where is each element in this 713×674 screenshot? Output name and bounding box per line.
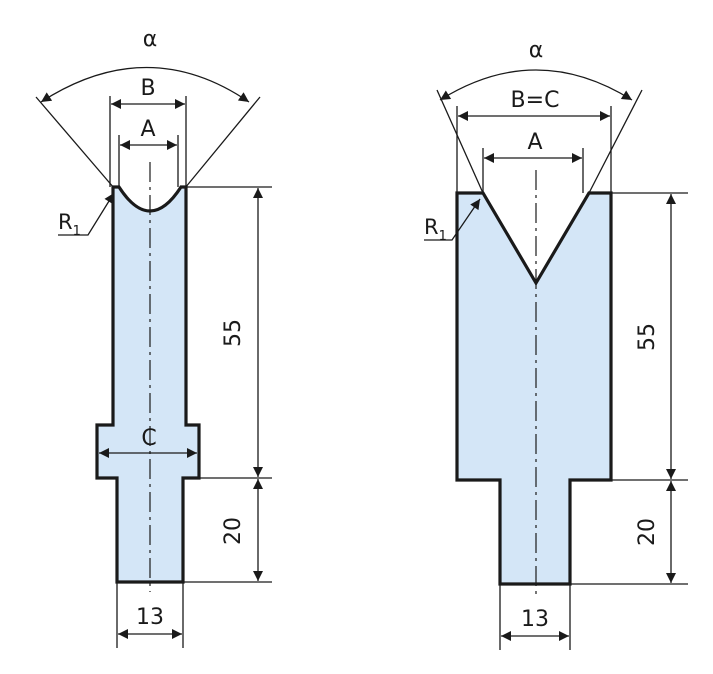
right-angle-label: α: [529, 38, 544, 63]
right-55-label: 55: [635, 323, 660, 351]
left-die-body: [95, 185, 201, 584]
right-13-label: 13: [521, 607, 549, 632]
left-angle-ray-left: [35, 96, 115, 189]
right-angle-arc: [439, 69, 633, 101]
left-13-label: 13: [136, 605, 164, 630]
left-r1-leader: [58, 192, 115, 236]
left-angle-arc: [40, 66, 250, 103]
right-r1-leader: [424, 198, 481, 241]
right-angle-ray-left: [436, 89, 484, 194]
right-die: α B=C A R1 55 20 13: [424, 38, 688, 650]
left-angle-ray-right: [184, 96, 261, 189]
left-angle-label: α: [143, 27, 158, 52]
right-angle-ray-right: [588, 89, 643, 194]
right-bc-label: B=C: [511, 88, 560, 113]
left-r1-label: R1: [58, 210, 81, 239]
left-20-label: 20: [221, 517, 246, 545]
right-r1-label: R1: [424, 215, 447, 244]
left-a-label: A: [140, 117, 155, 142]
right-20-label: 20: [635, 518, 660, 546]
left-die: α B A R1 C 55 20 13: [35, 27, 272, 648]
right-a-label: A: [527, 130, 542, 155]
left-b-label: B: [140, 76, 155, 101]
left-c-label: C: [141, 426, 156, 451]
right-die-body: [455, 191, 613, 586]
left-55-label: 55: [221, 319, 246, 347]
